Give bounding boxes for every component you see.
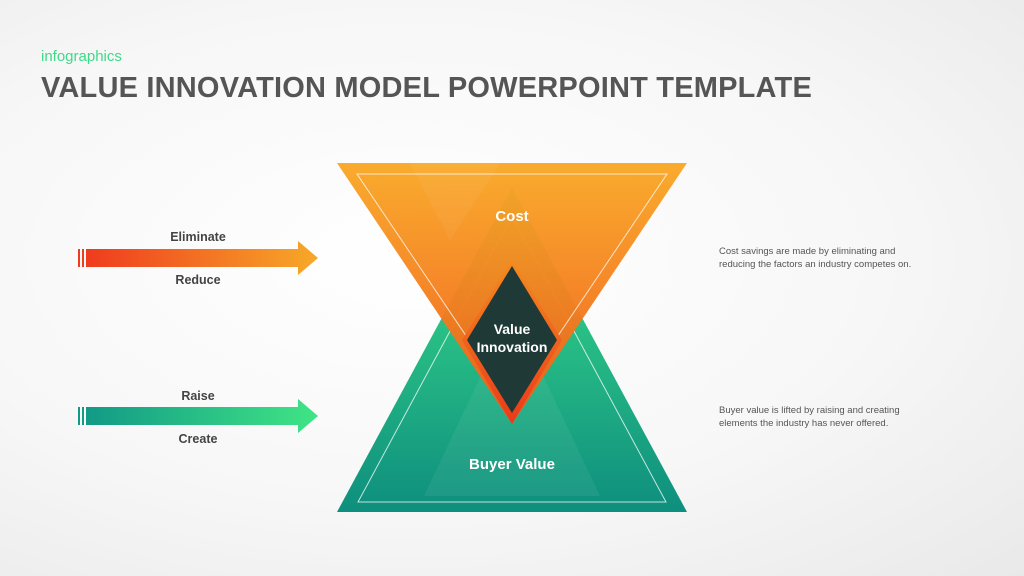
arrow-label-create: Create xyxy=(178,432,218,446)
arrow-label-raise: Raise xyxy=(181,389,215,403)
buyer-description-line2: elements the industry has never offered. xyxy=(719,418,889,429)
arrow-label-reduce: Reduce xyxy=(175,273,221,287)
page-title: VALUE INNOVATION MODEL POWERPOINT TEMPLA… xyxy=(41,72,812,104)
cost-description-line2: reducing the factors an industry compete… xyxy=(719,259,912,270)
cost-description: Cost savings are made by eliminating and… xyxy=(719,245,959,271)
value-innovation-line2: Innovation xyxy=(476,339,548,355)
raise-create-arrow xyxy=(78,399,318,433)
buyer-description-line1: Buyer value is lifted by raising and cre… xyxy=(719,405,900,416)
buyer-value-label: Buyer Value xyxy=(469,456,555,473)
cost-label: Cost xyxy=(495,208,529,225)
value-innovation-label: Value Innovation xyxy=(452,320,572,356)
buyer-value-description: Buyer value is lifted by raising and cre… xyxy=(719,404,959,430)
value-innovation-diamond xyxy=(462,260,562,424)
page-subtitle: infographics xyxy=(41,48,122,65)
cost-description-line1: Cost savings are made by eliminating and xyxy=(719,246,896,257)
arrow-label-eliminate: Eliminate xyxy=(170,230,226,244)
value-innovation-line1: Value xyxy=(493,321,531,337)
eliminate-reduce-arrow xyxy=(78,241,318,275)
